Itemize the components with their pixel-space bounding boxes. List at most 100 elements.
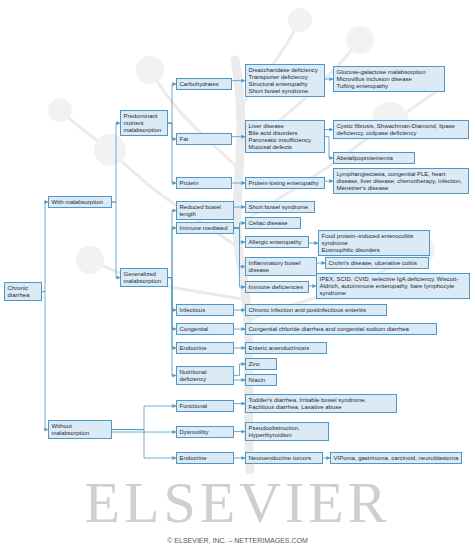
flow-box: Neuroendocrine tumors — [245, 452, 323, 464]
flow-connector — [325, 129, 333, 130]
box-text: Lymphangiectasia, congenital PLE, heart … — [337, 171, 466, 192]
flow-connector — [42, 292, 48, 430]
flow-box: Endocrine — [176, 342, 234, 354]
box-text: Neuroendocrine tumors — [249, 455, 320, 462]
flow-box: Predominant nutrient malabsorption — [120, 110, 168, 136]
copyright-footer: © ELSEVIER, INC. – NETTERIMAGES.COM — [0, 537, 475, 544]
box-text: VIPoma, gastrinoma, carcinoid, neuroblas… — [334, 455, 459, 462]
flow-connector — [232, 183, 245, 184]
flow-box: Fat — [176, 133, 232, 145]
flow-connector — [234, 329, 245, 330]
flow-connector — [234, 380, 245, 381]
box-text: Reduced bowel length — [180, 204, 231, 218]
box-text: Tufting enteropathy — [337, 83, 442, 90]
flow-box: Chronic diarrhea — [4, 282, 42, 301]
box-text: Toddler's diarrhea, Irritable bowel synd… — [249, 397, 394, 411]
box-text: Chronic infection and postinfectious ent… — [249, 307, 384, 314]
flow-box: Generalized malabsorption — [120, 268, 168, 287]
flow-connector — [168, 123, 176, 183]
flow-connector — [232, 136, 245, 137]
flow-box: Celiac disease — [245, 217, 301, 229]
flow-box: Cystic fibrosis, Shwachman-Diamond, lipa… — [333, 120, 469, 139]
flow-box: Infectious — [176, 304, 234, 316]
box-text: Glucose-galactose malabsorption — [337, 69, 442, 76]
flow-box: Endocrine — [176, 452, 234, 464]
flow-connector — [309, 286, 316, 287]
box-text: Short bowel syndrome — [249, 204, 312, 211]
box-text: Predominant nutrient malabsorption — [124, 113, 165, 134]
flow-box: Immune deficiencies — [245, 281, 309, 293]
flow-box: Without malabsorption — [48, 420, 112, 439]
box-text: Inflammatory bowel disease — [249, 260, 314, 274]
flow-connector — [323, 458, 330, 459]
box-text: Structural enteropathy — [249, 81, 322, 88]
flow-box: IPEX, SCID, CVID, selective IgA deficien… — [316, 273, 470, 299]
flow-connector — [234, 223, 245, 228]
flow-box: Lymphangiectasia, congenital PLE, heart … — [333, 168, 469, 194]
box-text: Cystic fibrosis, Shwachman-Diamond, lipa… — [337, 123, 466, 137]
flow-box: VIPoma, gastrinoma, carcinoid, neuroblas… — [330, 452, 462, 464]
box-text: Food protein–induced enterocolitis syndr… — [322, 233, 427, 247]
flow-box: Immune mediated — [176, 222, 234, 234]
flow-box: Carbohydrates — [176, 78, 232, 90]
flow-box: Food protein–induced enterocolitis syndr… — [318, 230, 430, 256]
flow-box: Niacin — [245, 374, 277, 386]
flow-connector — [234, 348, 245, 349]
flow-connector — [309, 243, 318, 244]
flow-box: Zinc — [245, 358, 277, 370]
box-text: Bile acid disorders — [249, 130, 322, 137]
flow-box: Toddler's diarrhea, Irritable bowel synd… — [245, 394, 397, 413]
box-text: Fat — [180, 136, 229, 143]
box-text: Pseudoobstruction, Hyperthyroidism — [249, 425, 326, 439]
flow-box: Protein — [176, 177, 232, 189]
box-text: Short bowel syndrome — [249, 88, 322, 95]
flow-connector — [234, 364, 245, 376]
flow-connector — [112, 406, 176, 430]
flow-box: Protein-losing enteropathy — [245, 177, 325, 189]
flow-box: Short bowel syndrome — [245, 201, 315, 213]
box-text: Disaccharidase deficiency — [249, 67, 322, 74]
watermark-text: ELSEVIER — [0, 474, 475, 532]
box-text: Zinc — [249, 361, 274, 368]
flow-box: Abetalipoproteinemia — [333, 152, 415, 164]
flow-box: Glucose-galactose malabsorptionMicrovill… — [333, 66, 445, 92]
box-text: Dysmotility — [180, 429, 231, 436]
flow-connector — [168, 84, 176, 123]
box-text: Eosinophilic disorders — [322, 247, 427, 254]
box-text: Allergic enteropathy — [249, 239, 306, 246]
flow-box: Functional — [176, 400, 234, 412]
box-text: Celiac disease — [249, 220, 298, 227]
flow-connector — [234, 403, 245, 404]
flow-box: With malabsorption — [48, 196, 112, 208]
box-text: Abetalipoproteinemia — [337, 155, 412, 162]
box-text: Microvillus inclusion disease — [337, 76, 442, 83]
flow-connector — [234, 458, 245, 459]
flow-connector — [112, 430, 176, 458]
flow-connector — [234, 310, 245, 311]
flow-box: Nutritional deficiency — [176, 366, 234, 385]
box-text: Endocrine — [180, 345, 231, 352]
flow-box: Reduced bowel length — [176, 201, 234, 220]
flow-box: Crohn's disease, ulcerative colitis — [325, 257, 429, 269]
flow-box: Inflammatory bowel disease — [245, 257, 317, 276]
flow-connector — [168, 211, 176, 278]
flow-connector — [234, 228, 245, 287]
flow-box: Congenital — [176, 323, 234, 335]
box-text: Carbohydrates — [180, 81, 229, 88]
flow-box: Enteric anendocrinosis — [245, 342, 327, 354]
box-text: Immune deficiencies — [249, 284, 306, 291]
flow-connector — [112, 202, 120, 278]
flow-connector — [168, 278, 176, 376]
flow-connector — [112, 123, 120, 202]
flow-connector — [234, 207, 245, 208]
flow-box: Allergic enteropathy — [245, 236, 309, 248]
box-text: Generalized malabsorption — [124, 271, 165, 285]
box-text: Niacin — [249, 377, 274, 384]
flow-box: Congenital chloride diarrhea and congeni… — [245, 323, 437, 335]
flow-box: Dysmotility — [176, 426, 234, 438]
box-text: With malabsorption — [52, 199, 109, 206]
box-text: Enteric anendocrinosis — [249, 345, 324, 352]
box-text: Congenital chloride diarrhea and congeni… — [249, 326, 434, 333]
box-text: Mucosal defects — [249, 144, 322, 151]
